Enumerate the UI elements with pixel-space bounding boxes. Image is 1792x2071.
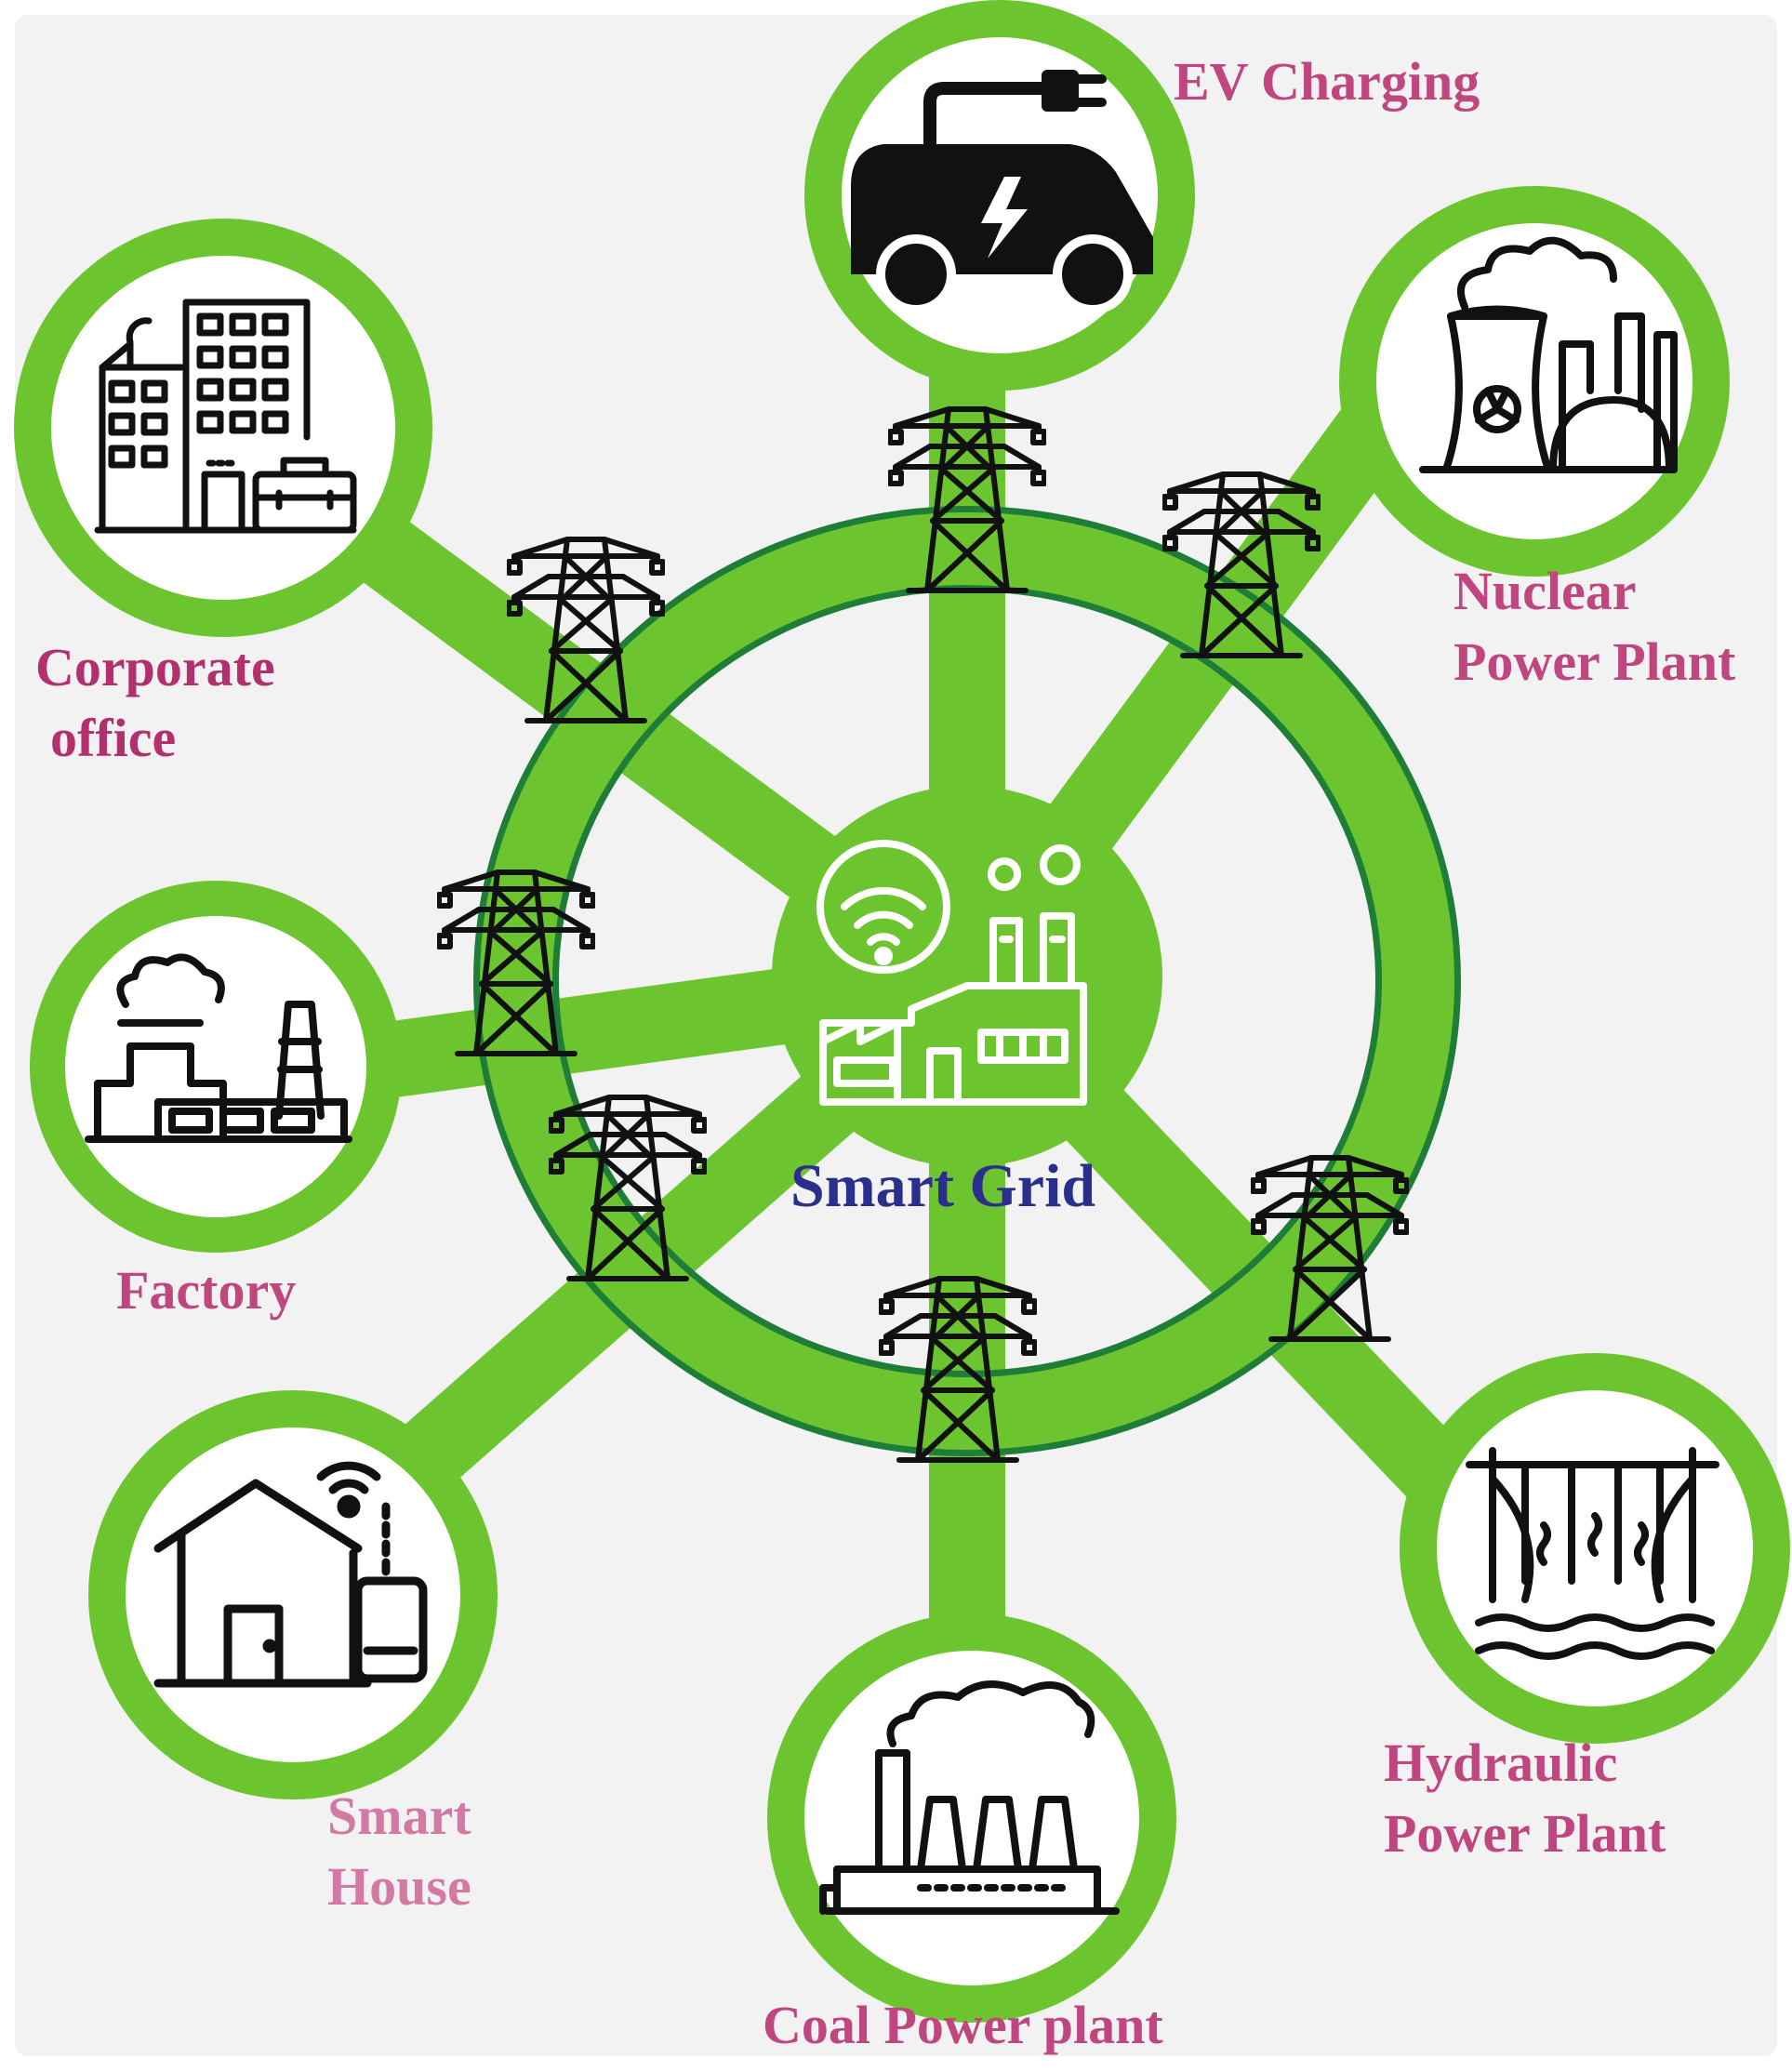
label-corporate-office: Corporate office	[35, 632, 275, 774]
label-ev-charging-line-1: EV Charging	[1174, 51, 1480, 112]
label-smart-house-line-1: Smart	[327, 1786, 471, 1846]
label-nuclear-line-1: Nuclear	[1454, 561, 1637, 621]
nuclear-plant-icon	[1419, 236, 1678, 473]
center-hub	[772, 786, 1162, 1167]
label-coal-line-1: Coal Power plant	[763, 1995, 1163, 2055]
label-hydraulic-power-plant: Hydraulic Power Plant	[1384, 1728, 1666, 1869]
hydro-dam-icon	[1466, 1447, 1719, 1660]
label-hydraulic-line-1: Hydraulic	[1384, 1732, 1618, 1793]
center-label-text: Smart Grid	[790, 1152, 1096, 1220]
smart-factory-wifi-icon	[816, 840, 1087, 1106]
label-corporate-line-2: office	[50, 708, 177, 768]
label-smart-house: Smart House	[327, 1781, 471, 1922]
label-hydraulic-line-2: Power Plant	[1384, 1803, 1666, 1864]
label-ev-charging: EV Charging	[1174, 46, 1480, 117]
label-nuclear-power-plant: Nuclear Power Plant	[1454, 556, 1735, 697]
label-nuclear-line-2: Power Plant	[1454, 631, 1736, 692]
office-building-icon	[94, 299, 357, 534]
smart-house-icon	[153, 1461, 428, 1688]
label-factory-line-1: Factory	[116, 1260, 297, 1321]
coal-plant-icon	[819, 1680, 1120, 1915]
center-label: Smart Grid	[790, 1151, 1095, 1222]
factory-icon	[85, 953, 352, 1143]
label-coal-power-plant: Coal Power plant	[763, 1990, 1163, 2061]
label-smart-house-line-2: House	[327, 1856, 471, 1917]
label-corporate-line-1: Corporate	[35, 637, 275, 697]
label-factory: Factory	[116, 1255, 296, 1326]
electric-car-icon	[851, 70, 1153, 314]
